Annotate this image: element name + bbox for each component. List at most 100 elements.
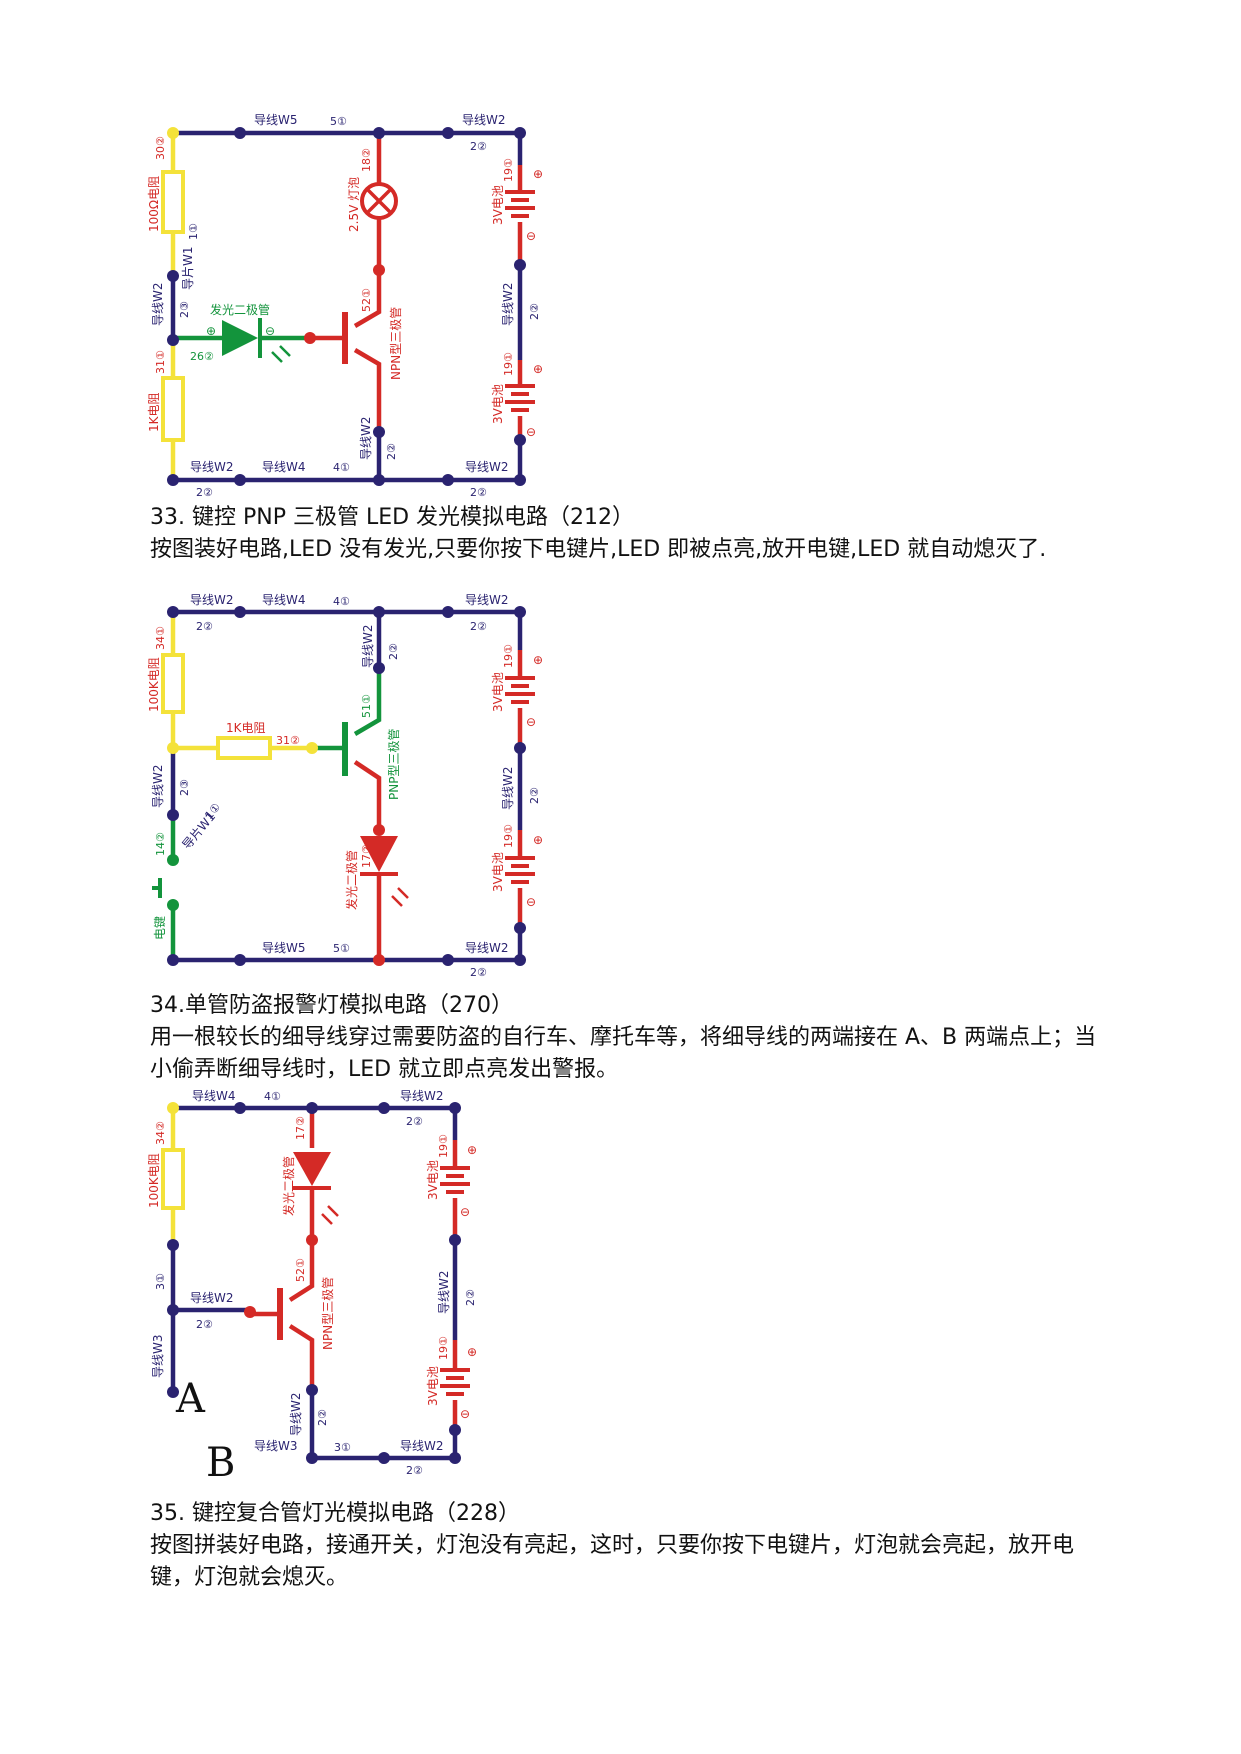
c3-r100k: 100K电阻: [147, 1153, 161, 1208]
section-35-body: 按图拼装好电路，接通开关，灯泡没有亮起，这时，只要你按下电键片，灯泡就会亮起，放…: [150, 1533, 1075, 1590]
c1-n302: 30②: [154, 136, 167, 160]
circuit-diagram-anti-theft-alarm: 导线W4 4① 导线W2 2② 34② 100K电阻 发光二极管 17② 3① …: [147, 1089, 477, 1486]
c1-bat2-plus: ⊕: [533, 362, 543, 376]
c1-r100: 100Ω电阻: [147, 176, 161, 232]
c1-w2br: 导线W2: [465, 460, 509, 474]
c2-w2l: 导线W2: [151, 764, 165, 808]
c2-w2v: 导线W2: [361, 624, 375, 668]
c3-bat2-minus: ⊖: [460, 1407, 470, 1421]
c2-r100k: 100K电阻: [147, 657, 161, 712]
c1-bat1-plus: ⊕: [533, 167, 543, 181]
c1-n22tr: 2②: [470, 140, 487, 153]
led-symbol: [222, 320, 258, 356]
c2-r1k: 1K电阻: [226, 721, 266, 735]
c3-n191b: 19①: [437, 1336, 450, 1360]
c1-led-plus: ⊕: [206, 324, 216, 338]
c1-npn: NPN型三极管: [388, 307, 403, 380]
c2-n191a: 19①: [502, 644, 515, 668]
c3-terminal-b: B: [206, 1440, 235, 1486]
c2-n142: 14②: [154, 832, 167, 856]
c3-n172: 17②: [294, 1116, 307, 1140]
c3-bat1-plus: ⊕: [467, 1143, 477, 1157]
c3-npn: NPN型三极管: [320, 1277, 335, 1350]
c2-bat1-minus: ⊖: [526, 715, 536, 729]
c2-w4: 导线W4: [262, 593, 306, 607]
c3-w4: 导线W4: [192, 1089, 236, 1103]
c2-n22tl: 2②: [196, 620, 213, 633]
c3-n31b: 3①: [334, 1441, 351, 1454]
c1-n262: 26②: [190, 350, 214, 363]
c1-n311: 31①: [154, 350, 167, 374]
c1-n191a: 19①: [502, 158, 515, 182]
c2-n341: 34①: [154, 626, 167, 650]
led-symbol-3: [293, 1152, 331, 1186]
c1-w2bl: 导线W2: [190, 460, 234, 474]
c2-n191b: 19①: [502, 824, 515, 848]
c2-led: 发光二极管: [344, 850, 359, 910]
c1-sheet: 导片W1: [181, 246, 195, 290]
c3-n22tr: 2②: [406, 1115, 423, 1128]
c3-n191a: 19①: [437, 1134, 450, 1158]
c3-n31: 3①: [154, 1273, 167, 1290]
c3-bat1: 3V电池: [426, 1160, 440, 1200]
c2-n22r: 2②: [528, 787, 541, 804]
section-33-heading: 33. 键控 PNP 三极管 LED 发光模拟电路（212）: [150, 505, 635, 530]
c1-w2r: 导线W2: [501, 282, 515, 326]
led-symbol-2: [360, 836, 398, 872]
c3-w2r: 导线W2: [437, 1270, 451, 1314]
c1-n22r: 2②: [528, 303, 541, 320]
c2-key: 电键: [153, 916, 167, 940]
section-34-heading: 34.单管防盗报警灯模拟电路（270）: [150, 993, 513, 1018]
c2-bat2: 3V电池: [491, 852, 505, 892]
c1-bat2: 3V电池: [491, 384, 505, 424]
c3-w2br: 导线W2: [400, 1439, 444, 1453]
c3-bat1-minus: ⊖: [460, 1205, 470, 1219]
c3-terminal-a: A: [175, 1376, 206, 1422]
c1-bat1-minus: ⊖: [526, 229, 536, 243]
c3-w3b: 导线W3: [254, 1439, 298, 1453]
c1-lamp: 2.5V 灯泡: [347, 177, 361, 232]
c2-bat2-minus: ⊖: [526, 895, 536, 909]
c1-n22br: 2②: [470, 486, 487, 499]
c3-w3l: 导线W3: [151, 1334, 165, 1378]
c3-w2v: 导线W2: [289, 1392, 303, 1436]
c1-n41: 4①: [333, 461, 350, 474]
c2-n511: 51①: [360, 694, 373, 718]
c2-n51: 5①: [333, 942, 350, 955]
c2-bat2-plus: ⊕: [533, 833, 543, 847]
c2-bat1-plus: ⊕: [533, 653, 543, 667]
c2-w2tr: 导线W2: [465, 593, 509, 607]
circuit-diagram-led-npn-lamp: 导线W5 5① 导线W2 2② 30② 100Ω电阻 导片W1 1① 导线W2 …: [147, 113, 543, 499]
c3-n521: 52①: [294, 1258, 307, 1282]
c1-n191b: 19①: [502, 352, 515, 376]
c1-bat2-minus: ⊖: [526, 425, 536, 439]
c3-n342: 34②: [154, 1121, 167, 1145]
c2-n23l: 2③: [178, 779, 191, 796]
c1-bat1: 3V电池: [491, 185, 505, 225]
c1-n22bl: 2②: [196, 486, 213, 499]
c1-r1k: 1K电阻: [147, 392, 161, 432]
c2-n22v: 2②: [387, 643, 400, 660]
c1-w5-label: 导线W5: [254, 113, 298, 127]
c1-led-minus: ⊖: [265, 324, 275, 338]
c3-n41: 4①: [264, 1090, 281, 1103]
c2-pnp: PNP型三极管: [386, 729, 401, 800]
c1-n22m: 2②: [385, 443, 398, 460]
section-33-body: 按图装好电路,LED 没有发光,只要你按下电键片,LED 即被点亮,放开电键,L…: [150, 537, 1047, 562]
c2-w2tl: 导线W2: [190, 593, 234, 607]
c3-bat2-plus: ⊕: [467, 1345, 477, 1359]
c3-n22r: 2②: [464, 1289, 477, 1306]
c1-led: 发光二极管: [210, 302, 270, 317]
c1-w2m: 导线W2: [359, 416, 373, 460]
c2-w2r: 导线W2: [501, 766, 515, 810]
c2-n41: 4①: [333, 595, 350, 608]
c2-w2br: 导线W2: [465, 941, 509, 955]
c2-n312: 31②: [276, 734, 300, 747]
c3-w2m: 导线W2: [190, 1291, 234, 1305]
c1-n11: 1①: [187, 223, 200, 240]
c3-n22m: 2②: [196, 1318, 213, 1331]
circuit-diagram-pnp-led-key: 导线W2 2② 导线W4 4① 导线W2 2② 34① 100K电阻 导线W2 …: [147, 593, 543, 979]
c2-n22tr: 2②: [470, 620, 487, 633]
c1-n521: 52①: [360, 288, 373, 312]
